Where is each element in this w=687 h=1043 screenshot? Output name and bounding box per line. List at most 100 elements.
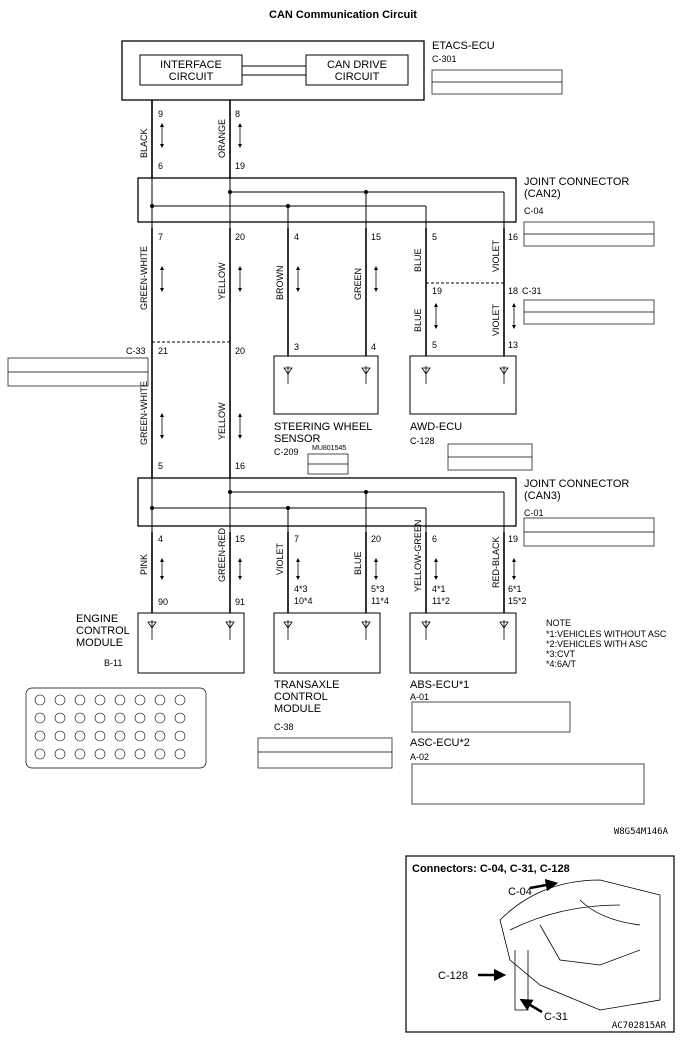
awd-ecu-code: C-128: [410, 436, 435, 446]
wire-color-black: BLACK: [139, 128, 149, 158]
steering-pin-3: 3: [294, 342, 299, 352]
tcm-pin-b1: 5*3: [371, 584, 385, 594]
tcm-name-1: TRANSAXLE: [274, 679, 339, 691]
awd-ecu-name: AWD-ECU: [410, 421, 462, 433]
can3-pin-19: 19: [508, 534, 518, 544]
wire-color-blue: BLUE: [413, 248, 423, 272]
asc-ecu-code: A-02: [410, 752, 429, 762]
can2-pin-16: 16: [508, 232, 518, 242]
dashboard-illustration: [499, 879, 661, 1011]
etacs-ecu-code: C-301: [432, 54, 457, 64]
can2-pin-7: 7: [158, 232, 163, 242]
tcm-pin-a1: 4*3: [294, 584, 308, 594]
connector-faces: [7, 69, 655, 805]
wire-color-green-red: GREEN-RED: [217, 527, 227, 582]
wire-color-green-white: GREEN-WHITE: [139, 246, 149, 310]
can2-pin-5: 5: [432, 232, 437, 242]
engine-code: B-11: [104, 658, 122, 668]
drawing-id: W8G54M146A: [614, 827, 669, 837]
can2-name-1: JOINT CONNECTOR: [524, 176, 629, 188]
inset-label-c31: C-31: [544, 1011, 568, 1023]
diagram-title: CAN Communication Circuit: [269, 9, 417, 21]
note-item-2: *2:VEHICLES WITH ASC: [546, 639, 648, 649]
steering-name-2: SENSOR: [274, 433, 321, 445]
wire-color-pink: PINK: [139, 554, 149, 575]
wire-color-yellow-green: YELLOW-GREEN: [413, 520, 423, 592]
can2-pin-4: 4: [294, 232, 299, 242]
can2-code: C-04: [524, 206, 544, 216]
c31-wire-violet: VIOLET: [491, 303, 501, 336]
wire-color-red-black: RED-BLACK: [491, 536, 501, 588]
wire-color-brown: BROWN: [275, 266, 285, 301]
c31-wire-blue: BLUE: [413, 308, 423, 332]
awd-ecu-box: [409, 355, 517, 415]
tcm-pin-a2: 10*4: [294, 596, 313, 606]
can3-code: C-01: [524, 508, 544, 518]
interface-label-1: INTERFACE: [160, 59, 222, 71]
tcm-pin-b2: 11*4: [371, 596, 389, 606]
tcm-name-2: CONTROL: [274, 691, 328, 703]
pin-9: 9: [158, 109, 163, 119]
joint-connector-can3-box: [137, 477, 517, 527]
abs-ecu-box: [409, 612, 517, 674]
can2-pin-20: 20: [235, 232, 245, 242]
c31-pin-18: 18: [508, 286, 518, 296]
engine-pin-90: 90: [158, 597, 168, 607]
engine-control-module-box: [137, 612, 245, 674]
can3-pin-5: 5: [158, 461, 163, 471]
asc-ecu-name: ASC-ECU*2: [410, 737, 470, 749]
wire-color-violet: VIOLET: [491, 239, 501, 272]
c31-pin-19: 19: [432, 286, 442, 296]
can3-pin-6: 6: [432, 534, 437, 544]
etacs-ecu-box: [121, 40, 425, 101]
interface-label-2: CIRCUIT: [169, 71, 214, 83]
interface-circuit-box: [139, 54, 243, 86]
can-drive-circuit-box: [305, 54, 409, 86]
pin-8: 8: [235, 109, 240, 119]
note-title: NOTE: [546, 618, 571, 628]
awd-pin-13: 13: [508, 340, 518, 350]
c33-code: C-33: [126, 346, 146, 356]
pin-19: 19: [235, 161, 245, 171]
c33-wire-green-white: GREEN-WHITE: [139, 381, 149, 445]
steering-pin-4: 4: [371, 342, 376, 352]
connector-location-inset: [405, 855, 675, 1033]
wire-color-violet-low: VIOLET: [275, 542, 285, 575]
can3-pin-16: 16: [235, 461, 245, 471]
can3-name-2: (CAN3): [524, 490, 561, 502]
inset-label-c128: C-128: [438, 970, 468, 982]
can3-name-1: JOINT CONNECTOR: [524, 478, 629, 490]
can3-pin-7: 7: [294, 534, 299, 544]
inset-label-c04: C-04: [508, 886, 532, 898]
tcm-code: C-38: [274, 722, 294, 732]
wire-color-green: GREEN: [353, 268, 363, 300]
abs-pin-b2: 15*2: [508, 596, 527, 606]
awd-pin-5: 5: [432, 340, 437, 350]
etacs-ecu-name: ETACS-ECU: [432, 40, 495, 52]
can3-pin-20: 20: [371, 534, 381, 544]
steering-name-1: STEERING WHEEL: [274, 421, 372, 433]
transaxle-control-module-box: [273, 612, 381, 674]
engine-pin-91: 91: [235, 597, 245, 607]
can3-pin-15: 15: [235, 534, 245, 544]
abs-pin-a2: 11*2: [432, 596, 450, 606]
pin-6: 6: [158, 161, 163, 171]
engine-name-2: CONTROL: [76, 625, 130, 637]
c33-pin-20: 20: [235, 346, 245, 356]
engine-name-1: ENGINE: [76, 613, 118, 625]
inset-title: Connectors: C-04, C-31, C-128: [412, 863, 570, 875]
steering-ref: MU801545: [312, 445, 346, 452]
abs-ecu-code: A-01: [410, 692, 429, 702]
c33-pin-21: 21: [158, 346, 168, 356]
wire-color-blue-low: BLUE: [353, 551, 363, 575]
can-drive-label-1: CAN DRIVE: [327, 59, 387, 71]
can3-pin-4: 4: [158, 534, 163, 544]
tcm-name-3: MODULE: [274, 703, 321, 715]
joint-connector-can2-box: [137, 177, 517, 223]
note-item-4: *4:6A/T: [546, 659, 577, 669]
note-item-3: *3:CVT: [546, 649, 576, 659]
c33-wire-yellow: YELLOW: [217, 402, 227, 440]
wire-color-orange: ORANGE: [217, 119, 227, 158]
engine-name-3: MODULE: [76, 637, 123, 649]
